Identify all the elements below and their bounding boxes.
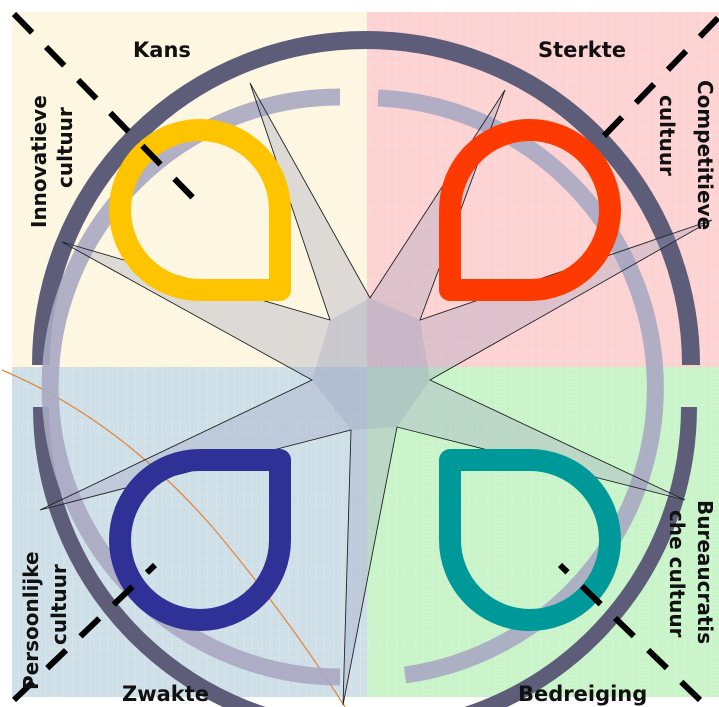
culture-competitieve-line2: cultuur [655,95,679,176]
culture-innovatieve-line1: Innovatieve [27,95,51,228]
culture-bureaucratische-line2: che cultuur [665,510,689,638]
label-kans: Kans [133,38,191,62]
label-sterkte: Sterkte [538,38,626,62]
culture-persoonlijke-line1: Persoonlijke [19,551,43,690]
label-zwakte: Zwakte [122,682,209,706]
culture-bureaucratische-line1: Bureaucratis [693,500,717,644]
label-bedreiging: Bedreiging [518,682,647,706]
culture-competitieve-line1: Competitieve [693,80,717,230]
culture-innovatieve-line2: cultuur [53,107,77,188]
culture-persoonlijke-line2: cultuur [47,564,71,645]
